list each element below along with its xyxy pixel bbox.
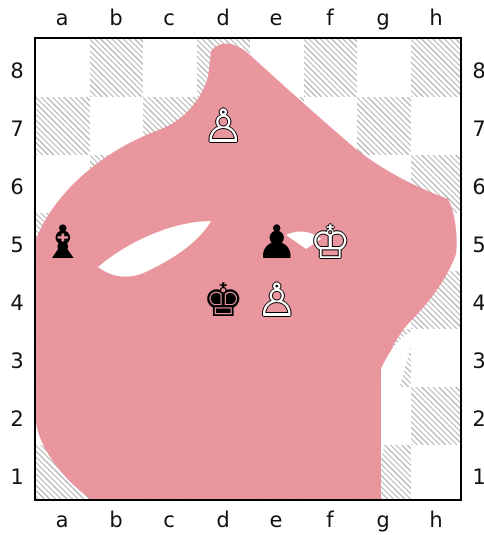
square-f1[interactable] [304,445,358,501]
rank-label-6: 6 [4,177,30,198]
square-g7[interactable] [357,97,411,155]
square-a2[interactable] [36,387,90,445]
square-e7[interactable] [250,97,304,155]
black-king-icon[interactable]: ♚ [197,271,251,329]
file-label-c: c [141,510,197,531]
square-d6[interactable] [197,155,251,213]
white-pawn-icon[interactable]: ♙ [197,97,251,155]
square-f2[interactable] [304,387,358,445]
square-c8[interactable] [143,39,197,97]
square-g1[interactable] [357,445,411,501]
square-c4[interactable] [143,271,197,329]
square-e1[interactable] [250,445,304,501]
white-king-icon[interactable]: ♔ [304,213,358,271]
square-d5[interactable] [197,213,251,271]
rank-label-7: 7 [466,119,484,140]
white-pawn-icon[interactable]: ♙ [250,271,304,329]
square-a7[interactable] [36,97,90,155]
rank-label-1: 1 [466,467,484,488]
square-h5[interactable] [411,213,463,271]
square-h4[interactable] [411,271,463,329]
square-d2[interactable] [197,387,251,445]
square-e6[interactable] [250,155,304,213]
square-c6[interactable] [143,155,197,213]
file-label-a: a [34,8,90,29]
square-e2[interactable] [250,387,304,445]
square-h1[interactable] [411,445,463,501]
rank-label-2: 2 [4,409,30,430]
file-label-d: d [195,510,251,531]
square-c5[interactable] [143,213,197,271]
file-label-h: h [408,510,464,531]
square-c1[interactable] [143,445,197,501]
rank-label-8: 8 [466,61,484,82]
chess-board[interactable]: ♙ ♝ ♟ ♔ ♚ ♙ [34,37,462,501]
square-b8[interactable] [90,39,144,97]
rank-label-2: 2 [466,409,484,430]
square-a4[interactable] [36,271,90,329]
square-b6[interactable] [90,155,144,213]
square-d3[interactable] [197,329,251,387]
square-d1[interactable] [197,445,251,501]
black-pawn-icon[interactable]: ♟ [250,213,304,271]
square-f3[interactable] [304,329,358,387]
square-h6[interactable] [411,155,463,213]
rank-label-5: 5 [466,235,484,256]
file-label-h: h [408,8,464,29]
file-label-g: g [355,8,411,29]
square-a8[interactable] [36,39,90,97]
file-label-g: g [355,510,411,531]
square-g6[interactable] [357,155,411,213]
file-label-a: a [34,510,90,531]
square-e3[interactable] [250,329,304,387]
square-g2[interactable] [357,387,411,445]
square-f4[interactable] [304,271,358,329]
file-label-f: f [302,510,358,531]
square-h8[interactable] [411,39,463,97]
rank-label-1: 1 [4,467,30,488]
square-b7[interactable] [90,97,144,155]
square-d8[interactable] [197,39,251,97]
square-h7[interactable] [411,97,463,155]
square-g8[interactable] [357,39,411,97]
rank-label-3: 3 [4,351,30,372]
square-b5[interactable] [90,213,144,271]
file-label-e: e [248,8,304,29]
square-b4[interactable] [90,271,144,329]
square-b3[interactable] [90,329,144,387]
square-h2[interactable] [411,387,463,445]
rank-label-6: 6 [466,177,484,198]
rank-label-4: 4 [4,293,30,314]
file-label-c: c [141,8,197,29]
square-c2[interactable] [143,387,197,445]
square-f6[interactable] [304,155,358,213]
rank-label-5: 5 [4,235,30,256]
square-f7[interactable] [304,97,358,155]
black-bishop-icon[interactable]: ♝ [36,213,90,271]
square-a3[interactable] [36,329,90,387]
square-g5[interactable] [357,213,411,271]
square-h3[interactable] [411,329,463,387]
rank-label-3: 3 [466,351,484,372]
square-c7[interactable] [143,97,197,155]
file-label-b: b [88,8,144,29]
square-b1[interactable] [90,445,144,501]
square-f8[interactable] [304,39,358,97]
square-g3[interactable] [357,329,411,387]
square-e8[interactable] [250,39,304,97]
file-label-e: e [248,510,304,531]
square-c3[interactable] [143,329,197,387]
square-a6[interactable] [36,155,90,213]
rank-label-8: 8 [4,61,30,82]
file-label-b: b [88,510,144,531]
file-label-d: d [195,8,251,29]
rank-label-4: 4 [466,293,484,314]
square-g4[interactable] [357,271,411,329]
file-label-f: f [302,8,358,29]
square-b2[interactable] [90,387,144,445]
square-a1[interactable] [36,445,90,501]
rank-label-7: 7 [4,119,30,140]
